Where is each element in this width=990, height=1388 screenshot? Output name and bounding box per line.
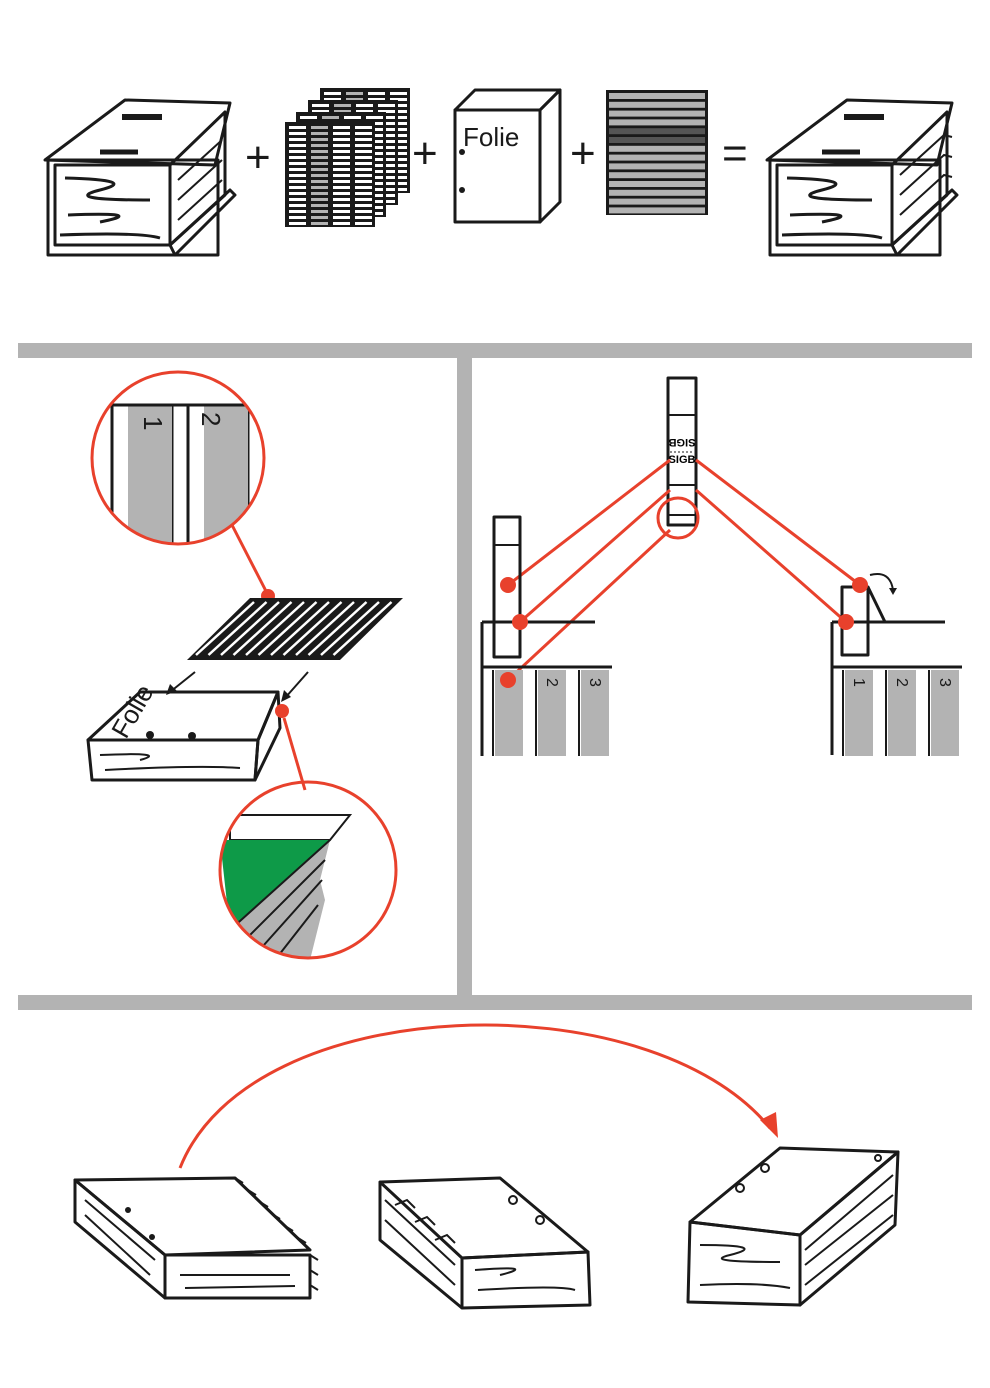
white-sheet-stack-with-tabs [378,1176,592,1310]
tab-strip [609,119,705,126]
tab-strip [609,207,705,214]
right-folding-step: 1 2 3 [830,573,962,756]
tab-number: 2 [196,412,226,426]
tab-strip [609,189,705,196]
tab-strip [609,181,705,187]
gray-sheet-stack [73,1176,319,1300]
tab-strip [609,137,705,143]
zoom-circle-tabs: 1 2 [90,370,275,603]
index-tab [845,670,873,756]
fold-arrow-icon [889,588,897,595]
insertion-arrows [166,671,309,702]
divider-bottom [18,995,972,1010]
tab-strip [609,145,705,152]
tab-number: 1 [850,678,867,687]
tab-number: 3 [586,678,603,687]
plus-sign: + [412,129,438,178]
index-tab [888,670,916,756]
tab-number: 1 [138,416,168,430]
index-sheet [285,122,375,227]
tab-sheet-striped [187,598,403,660]
arrow-head-icon [760,1112,778,1138]
strip-label: SIGB [669,454,696,466]
index-tab [538,670,566,756]
tab-strip [609,198,705,205]
tab-strip [609,172,705,179]
tab-strip [609,154,705,161]
tab-strip [609,110,705,117]
move-arrow [178,1023,772,1169]
divider-top [18,343,972,358]
strip-label-mirrored: SIGB [669,436,696,448]
tab-strip [609,93,705,99]
red-binder-with-tabs [765,98,959,257]
index-tab [931,670,959,756]
tab-strip [609,128,705,135]
plus-sign: + [570,129,596,178]
left-folding-step: 123 [480,515,612,756]
index-tab [581,670,609,756]
red-guide-lines [506,458,861,682]
plus-sign: + [245,133,271,182]
finished-sheet-stack [686,1146,900,1307]
tab-number: 2 [893,678,910,687]
tab-number: 3 [936,678,953,687]
tab-strip-sheet [606,90,708,215]
tab-strip [609,163,705,170]
tab-strip [609,101,705,108]
green-foil-folder: Folie [453,88,562,224]
zoom-circle-foil-edge [218,780,398,960]
sigb-label-strip: SIGB SIGB [666,376,698,527]
red-binder-book [43,98,237,257]
foil-binder: Folie [86,679,307,791]
tab-number: 2 [543,678,560,687]
divider-vertical [457,358,472,995]
foil-label: Folie [463,122,519,152]
index-sheets-stack [285,88,410,227]
equals-sign: = [722,129,748,178]
